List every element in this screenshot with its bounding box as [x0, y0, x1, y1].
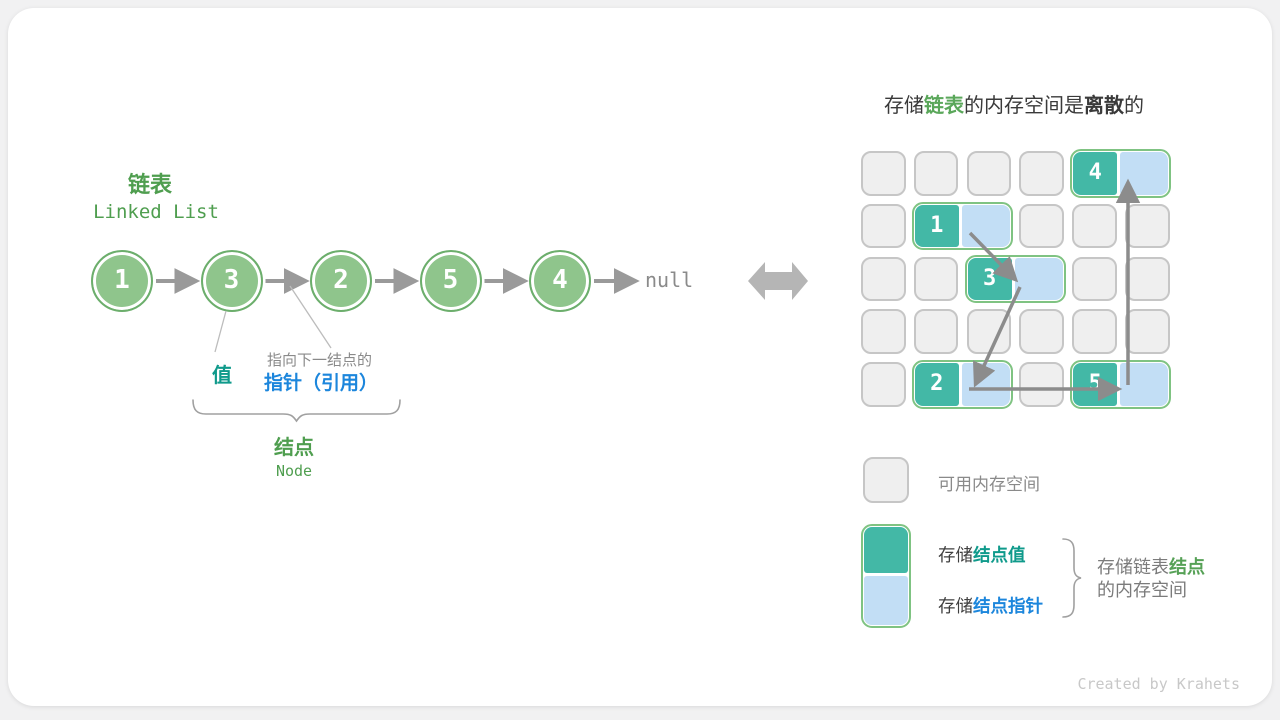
linked-list-title-zh: 链表 [127, 172, 172, 197]
memory-node-pair-4: 4 [1070, 149, 1172, 198]
list-node-1: 1 [91, 250, 153, 312]
memory-node-pointer-cell [961, 204, 1010, 248]
pointer-label: 指针（引用） [264, 373, 379, 394]
list-node-2: 2 [310, 250, 372, 312]
memory-cell-free [1019, 362, 1064, 407]
legend-pointer-prefix: 存储 [938, 596, 973, 616]
memory-cell-free [1019, 309, 1064, 354]
node-caption-zh: 结点 [274, 437, 314, 459]
memory-title-highlight-green: 链表 [924, 95, 964, 117]
linked-list-title-en: Linked List [93, 201, 219, 223]
memory-node-pointer-cell [1120, 152, 1169, 195]
memory-cell-free [861, 256, 906, 302]
memory-node-pair-2: 2 [911, 360, 1013, 409]
memory-cell-free [913, 309, 959, 354]
memory-node-pair-3: 3 [964, 254, 1066, 304]
memory-node-pair-1: 1 [911, 201, 1013, 251]
memory-title-part: 存储 [884, 95, 924, 117]
memory-cell-free [966, 309, 1012, 354]
legend-free-memory-label: 可用内存空间 [938, 475, 1040, 494]
legend-node-value-swatch [864, 527, 908, 573]
memory-cell-free [1072, 256, 1117, 302]
memory-cell-free [913, 256, 959, 302]
memory-node-value-cell: 5 [1073, 363, 1118, 406]
list-node-3: 3 [200, 250, 263, 312]
memory-cell-free [966, 151, 1012, 196]
memory-node-pointer-cell [961, 363, 1010, 406]
legend-note: 存储链表结点的内存空间 [1097, 556, 1205, 602]
legend-value-prefix: 存储 [938, 545, 973, 565]
legend-node-value-label: 存储结点值 [938, 542, 1026, 567]
value-label: 值 [212, 365, 232, 387]
memory-node-pointer-cell [1120, 363, 1169, 406]
memory-title-part: 的 [1124, 95, 1144, 117]
legend-node-swatch [861, 524, 911, 628]
memory-title: 存储链表的内存空间是离散的 [858, 89, 1170, 118]
legend-note-strong: 结点 [1169, 557, 1205, 577]
legend-node-pointer-swatch [864, 576, 908, 625]
credit-text: Created by Krahets [1077, 675, 1240, 693]
memory-cell-free [1125, 203, 1170, 249]
legend-value-strong: 结点值 [973, 545, 1026, 565]
memory-node-pointer-cell [1014, 257, 1063, 301]
memory-node-value-cell: 2 [914, 363, 959, 406]
list-node-4: 4 [529, 250, 591, 312]
node-caption-en: Node [275, 462, 313, 480]
memory-cell-free [1019, 203, 1064, 249]
memory-node-value-cell: 3 [967, 257, 1012, 301]
legend-pointer-strong: 结点指针 [973, 596, 1043, 616]
memory-cell-free [861, 151, 906, 196]
legend-node-pointer-label: 存储结点指针 [938, 593, 1043, 618]
memory-node-pair-5: 5 [1070, 360, 1172, 409]
memory-cell-free [1125, 256, 1170, 302]
memory-title-highlight-bold: 离散 [1084, 95, 1124, 117]
memory-cell-free [861, 309, 906, 354]
memory-cell-free [1019, 151, 1064, 196]
memory-cell-free [861, 203, 906, 249]
memory-cell-free [861, 362, 906, 407]
memory-cell-free [1072, 203, 1117, 249]
legend-note-line2: 的内存空间 [1097, 580, 1187, 600]
null-label: null [645, 268, 694, 292]
legend-free-memory-swatch [863, 457, 909, 503]
card-background [8, 8, 1272, 706]
memory-node-value-cell: 4 [1073, 152, 1118, 195]
legend-note-prefix: 存储链表 [1097, 557, 1169, 577]
memory-cell-free [913, 151, 959, 196]
pointer-caption: 指向下一结点的 [267, 352, 373, 369]
memory-cell-free [1125, 309, 1170, 354]
list-node-5: 5 [419, 250, 482, 312]
memory-cell-free [1072, 309, 1117, 354]
memory-node-value-cell: 1 [914, 204, 959, 248]
memory-title-part: 的内存空间是 [964, 95, 1084, 117]
